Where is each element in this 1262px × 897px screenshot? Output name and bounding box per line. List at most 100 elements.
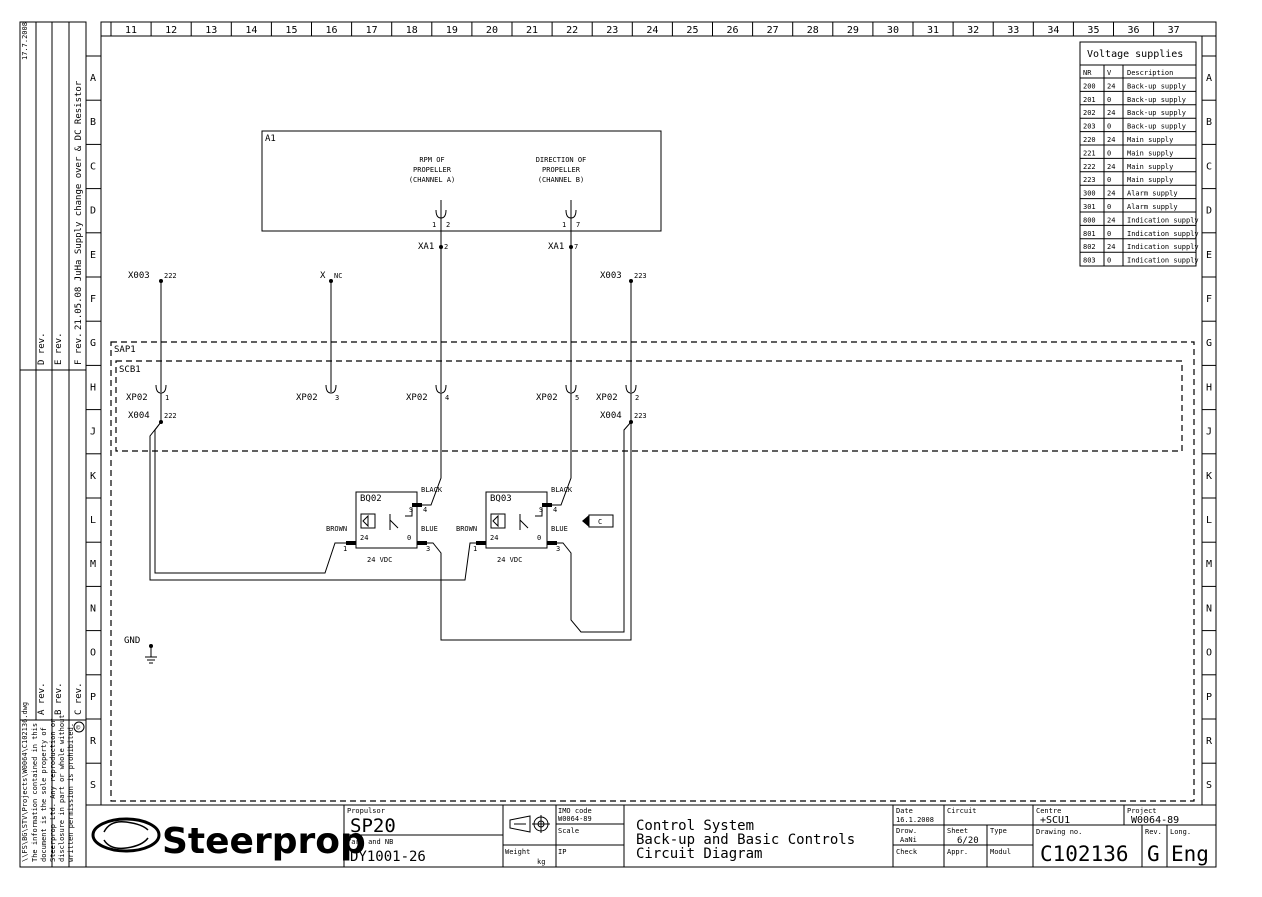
row-label: B (1206, 117, 1212, 128)
file-path: \\FS\BG\STV\Projects\W0064\C102136.dwg (21, 702, 29, 862)
bq02-pin-brown (346, 541, 356, 545)
print-date: 17.7.2008 (21, 22, 29, 60)
voltage-table-cell: 24 (1107, 136, 1115, 144)
drawing-title-line-1: Control System (636, 818, 754, 834)
a1-label: A1 (265, 134, 276, 144)
xa1-a-pin: 2 (444, 243, 448, 251)
bq03-pin-3: 3 (556, 545, 560, 553)
bq03-pin-brown (476, 541, 486, 545)
revision-b-label: B rev. (54, 682, 64, 715)
x-nc-pin: NC (334, 272, 342, 280)
row-label: P (1206, 692, 1212, 703)
voltage-table-cell: 800 (1083, 216, 1096, 224)
imo-label: IMO code (558, 807, 592, 815)
x003-right-pin: 223 (634, 272, 647, 280)
drawn-by-label: Drow. (896, 827, 917, 835)
bq03-box (485, 491, 548, 549)
x003-right-name: X003 (600, 271, 622, 281)
voltage-table-cell: 24 (1107, 109, 1115, 117)
project-label: Project (1127, 807, 1157, 815)
revision-c-label: C rev. (74, 682, 84, 715)
channel-b-pin-1: 1 (562, 221, 566, 229)
wire-bq02-blue (421, 422, 632, 641)
column-label: 24 (646, 25, 658, 36)
copyright-line-4: disclosure in part or whole without (58, 714, 66, 862)
bq02-pin-4: 4 (423, 506, 427, 514)
circuit-label: Circuit (947, 807, 977, 815)
bq02-supply-voltage: 24 VDC (367, 556, 392, 564)
column-label: 37 (1168, 25, 1180, 36)
bq03-switch-icon (519, 514, 529, 530)
row-label: P (90, 692, 96, 703)
voltage-table-cell: 24 (1107, 163, 1115, 171)
row-label: S (90, 780, 96, 791)
voltage-table-cell: Main supply (1127, 136, 1173, 144)
column-label: 12 (165, 25, 177, 36)
row-label: F (90, 294, 96, 305)
x003-223-terminal (629, 279, 633, 283)
xa1-a-name: XA1 (418, 242, 434, 252)
x004-left-pin: 222 (164, 412, 177, 420)
title-block-frame (85, 804, 1217, 868)
row-label: K (1206, 471, 1212, 482)
bq03-pin-blue (547, 541, 557, 545)
voltage-table-cell: 0 (1107, 230, 1111, 238)
bq03-supply-voltage: 24 VDC (497, 556, 522, 564)
channel-a-pin-1: 1 (432, 221, 436, 229)
voltage-table-cell: 0 (1107, 123, 1111, 131)
x003-222-terminal (159, 279, 163, 283)
sheet-value: 6/20 (957, 836, 979, 846)
row-label: M (1206, 559, 1212, 570)
bq02-black-label: BLACK (421, 486, 443, 494)
centre-label: Centre (1036, 807, 1061, 815)
x-nc-name: X (320, 271, 326, 281)
column-label: 36 (1128, 25, 1140, 36)
voltage-table-header: NR (1083, 69, 1092, 77)
bq03-blue-label: BLUE (551, 525, 568, 533)
check-label: Check (896, 848, 918, 856)
column-label: 28 (807, 25, 819, 36)
column-label: 18 (406, 25, 418, 36)
wire-supply-222-bq02 (154, 421, 347, 574)
channel-a-pin-2: 2 (446, 221, 450, 229)
voltage-table-cell: Alarm supply (1127, 190, 1178, 198)
x003-left-name: X003 (128, 271, 150, 281)
bq03-pin-4: 4 (553, 506, 557, 514)
voltage-table-cell: 0 (1107, 257, 1111, 265)
voltage-table-cell: 802 (1083, 243, 1096, 251)
xp02-pin-3: XP02 3 (296, 384, 339, 403)
voltage-table-cell: 203 (1083, 123, 1096, 131)
voltage-table-cell: 0 (1107, 96, 1111, 104)
column-label: 26 (727, 25, 739, 36)
row-label: H (1206, 382, 1212, 393)
voltage-table-cell: 0 (1107, 149, 1111, 157)
xa1-terminal-7 (569, 245, 573, 249)
row-label: G (90, 338, 96, 349)
date-label: Date (896, 807, 913, 815)
row-label: G (1206, 338, 1212, 349)
bq03-brown-label: BROWN (456, 525, 477, 533)
column-label: 16 (326, 25, 338, 36)
channel-a-line-2: PROPELLER (413, 166, 452, 174)
voltage-table-cell: Alarm supply (1127, 203, 1178, 211)
column-label: 13 (205, 25, 217, 36)
wire-bq02-black (421, 398, 442, 506)
voltage-table-cell: Indication supply (1127, 216, 1199, 224)
voltage-table-frame (1079, 41, 1197, 267)
voltage-table-cell: 803 (1083, 257, 1096, 265)
row-label: N (1206, 603, 1212, 614)
a1-box (261, 130, 662, 232)
xa1-b-pin: 7 (574, 243, 578, 251)
sheet-label: Sheet (947, 827, 968, 835)
steerprop-logo: Steerprop (91, 817, 366, 862)
voltage-table-cell: 801 (1083, 230, 1096, 238)
module-label: Modul (990, 848, 1011, 856)
logo-wordmark: Steerprop (162, 821, 366, 862)
language-value: Eng (1171, 842, 1209, 866)
voltage-table-cell: Indication supply (1127, 243, 1199, 251)
column-label: 33 (1007, 25, 1019, 36)
copyright-line-3: Steerprop Ltd. Any reproduction or (49, 719, 57, 862)
bq02-pin-black (412, 503, 422, 507)
type-label: Type (990, 827, 1007, 835)
